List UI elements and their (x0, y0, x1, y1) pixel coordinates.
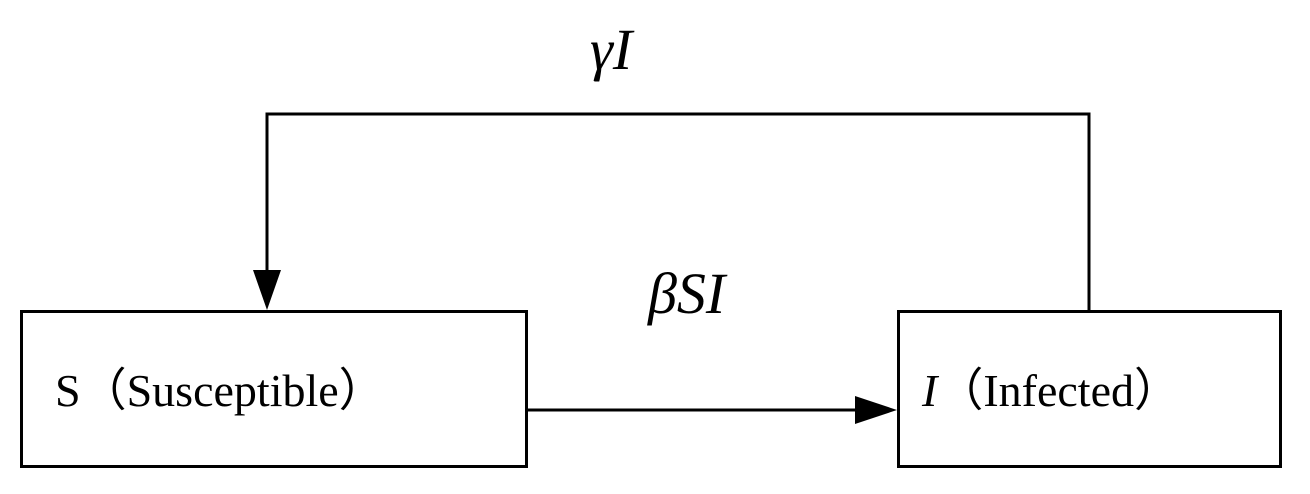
susceptible-open-paren: （ (80, 365, 127, 416)
infected-node: I（Infected） (897, 310, 1282, 468)
susceptible-node: S（Susceptible） (20, 310, 528, 468)
recovery-edge-line (265, 112, 1091, 310)
infected-node-label: I（Infected） (922, 363, 1180, 419)
susceptible-name: Susceptible (126, 365, 339, 416)
infection-edge-arrowhead (855, 396, 897, 424)
recovery-rate-label: γI (590, 17, 633, 82)
infection-rate-label: βSI (648, 261, 726, 326)
recovery-edge-arrowhead (253, 270, 281, 310)
infected-name: Infected (983, 365, 1134, 416)
infected-close-paren: ） (1134, 365, 1180, 416)
susceptible-close-paren: ） (338, 365, 385, 416)
susceptible-node-label: S（Susceptible） (55, 363, 385, 419)
infected-symbol: I (922, 365, 938, 416)
susceptible-symbol: S (55, 365, 81, 416)
infected-open-paren: （ (937, 365, 984, 416)
